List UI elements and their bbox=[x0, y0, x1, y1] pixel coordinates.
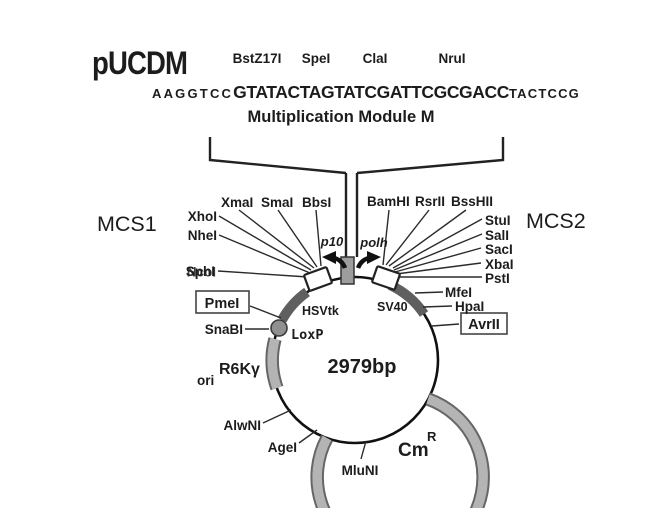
promoter-arrow-polh bbox=[355, 251, 381, 269]
site-label-hpai: HpaI bbox=[455, 299, 484, 314]
site-label-stui: StuI bbox=[485, 213, 511, 228]
fan-line-bsshii bbox=[388, 209, 467, 267]
figure-title: pUCDM bbox=[92, 46, 187, 81]
fan-line-saci bbox=[394, 247, 482, 273]
site-label-nhei: NheI bbox=[188, 228, 217, 243]
site-label-xmai: XmaI bbox=[221, 195, 253, 210]
mcs1-box bbox=[303, 266, 333, 292]
ori-label-base: ori bbox=[197, 373, 214, 388]
module-enzyme-clai: ClaI bbox=[363, 51, 388, 66]
site-label-saci: SacI bbox=[485, 242, 513, 257]
segment-ori bbox=[267, 337, 282, 390]
module-enzyme-bstz17i: BstZ17I bbox=[233, 51, 282, 66]
fan-line-bamhi bbox=[382, 209, 390, 266]
mcs2-box bbox=[371, 265, 401, 291]
leader-line-agei bbox=[298, 429, 318, 444]
leader-line-avrii bbox=[431, 323, 460, 327]
leader-line-hpai bbox=[422, 305, 453, 308]
plasmid-size-label: 2979bp bbox=[328, 356, 397, 378]
segment-cmr bbox=[312, 394, 488, 508]
sequence-suffix: TACTCCG bbox=[509, 86, 580, 101]
site-label-sphi-overlap: SphI bbox=[186, 264, 215, 279]
site-label-xhoi: XhoI bbox=[188, 209, 217, 224]
promoter-arrow-p10-head bbox=[322, 251, 336, 264]
leader-line-mfei bbox=[414, 291, 444, 294]
site-label-alwni: AlwNI bbox=[223, 418, 261, 433]
fan-line-sphi-ncoi bbox=[217, 270, 309, 278]
module-enzyme-nrui: NruI bbox=[439, 51, 466, 66]
promoter-label-p10: p10 bbox=[320, 234, 344, 249]
sequence-core: GTATACTAGTATCGATTCGCGACC bbox=[233, 82, 510, 102]
mcs2-label: MCS2 bbox=[526, 209, 586, 233]
module-caption: Multiplication Module M bbox=[248, 108, 435, 126]
site-label-avrii: AvrII bbox=[468, 317, 500, 333]
site-label-rsrii: RsrII bbox=[415, 194, 445, 209]
fan-line-xmai bbox=[238, 209, 315, 269]
site-label-xbai: XbaI bbox=[485, 257, 514, 272]
site-label-smai: SmaI bbox=[261, 195, 293, 210]
site-label-snabi: SnaBI bbox=[205, 322, 243, 337]
module-sequence: AAGGTCCGTATACTAGTATCGATTCGCGACCTACTCCG bbox=[152, 82, 580, 102]
ori-label-sup: R6Kγ bbox=[219, 361, 260, 378]
segment-label-sv40: SV40 bbox=[377, 300, 408, 314]
fan-line-rsrii bbox=[385, 209, 430, 266]
leader-line-pmei bbox=[249, 305, 282, 319]
site-label-sali: SalI bbox=[485, 228, 509, 243]
fan-line-bbsi bbox=[315, 209, 322, 267]
site-label-mluni: MluNI bbox=[342, 463, 379, 478]
promoter-arrow-p10 bbox=[322, 251, 348, 269]
site-label-ncoi-overlap: NcoI bbox=[187, 265, 216, 280]
site-label-bamhi: BamHI bbox=[367, 194, 410, 209]
fan-line-nhei bbox=[218, 234, 311, 274]
pmei-box bbox=[195, 290, 250, 314]
leader-line-alwni bbox=[262, 409, 292, 424]
fan-line-smai bbox=[277, 209, 318, 268]
promoter-arrow-polh-head bbox=[367, 251, 381, 264]
fan-line-stui bbox=[392, 218, 483, 269]
marker-label-cm-sup: R bbox=[427, 429, 437, 444]
mcs1-label: MCS1 bbox=[97, 212, 157, 236]
marker-label-cm: Cm bbox=[398, 440, 429, 461]
promoter-label-polh: polh bbox=[359, 235, 387, 250]
site-label-mfei: MfeI bbox=[445, 285, 472, 300]
module-enzyme-spei: SpeI bbox=[302, 51, 331, 66]
fan-line-sali bbox=[393, 233, 483, 271]
fan-line-xbai bbox=[395, 262, 482, 275]
site-label-pmei: PmeI bbox=[205, 296, 240, 312]
leader-line-mluni bbox=[360, 440, 367, 460]
site-label-bbsi: BbsI bbox=[302, 195, 331, 210]
loxp-label: LoxP bbox=[291, 327, 324, 343]
bracket-right bbox=[356, 137, 505, 175]
site-label-bsshii: BssHII bbox=[451, 194, 493, 209]
site-label-agei: AgeI bbox=[268, 440, 297, 455]
segment-hsvtk bbox=[277, 287, 311, 323]
bracket-left bbox=[208, 137, 347, 175]
fan-line-xhoi bbox=[218, 215, 312, 271]
loxp-site-ball bbox=[270, 319, 288, 337]
site-label-psti: PstI bbox=[485, 271, 510, 286]
segment-label-hsvtk: HSVtk bbox=[302, 304, 339, 318]
avrii-box bbox=[460, 312, 508, 335]
sequence-prefix: AAGGTCC bbox=[152, 86, 233, 101]
